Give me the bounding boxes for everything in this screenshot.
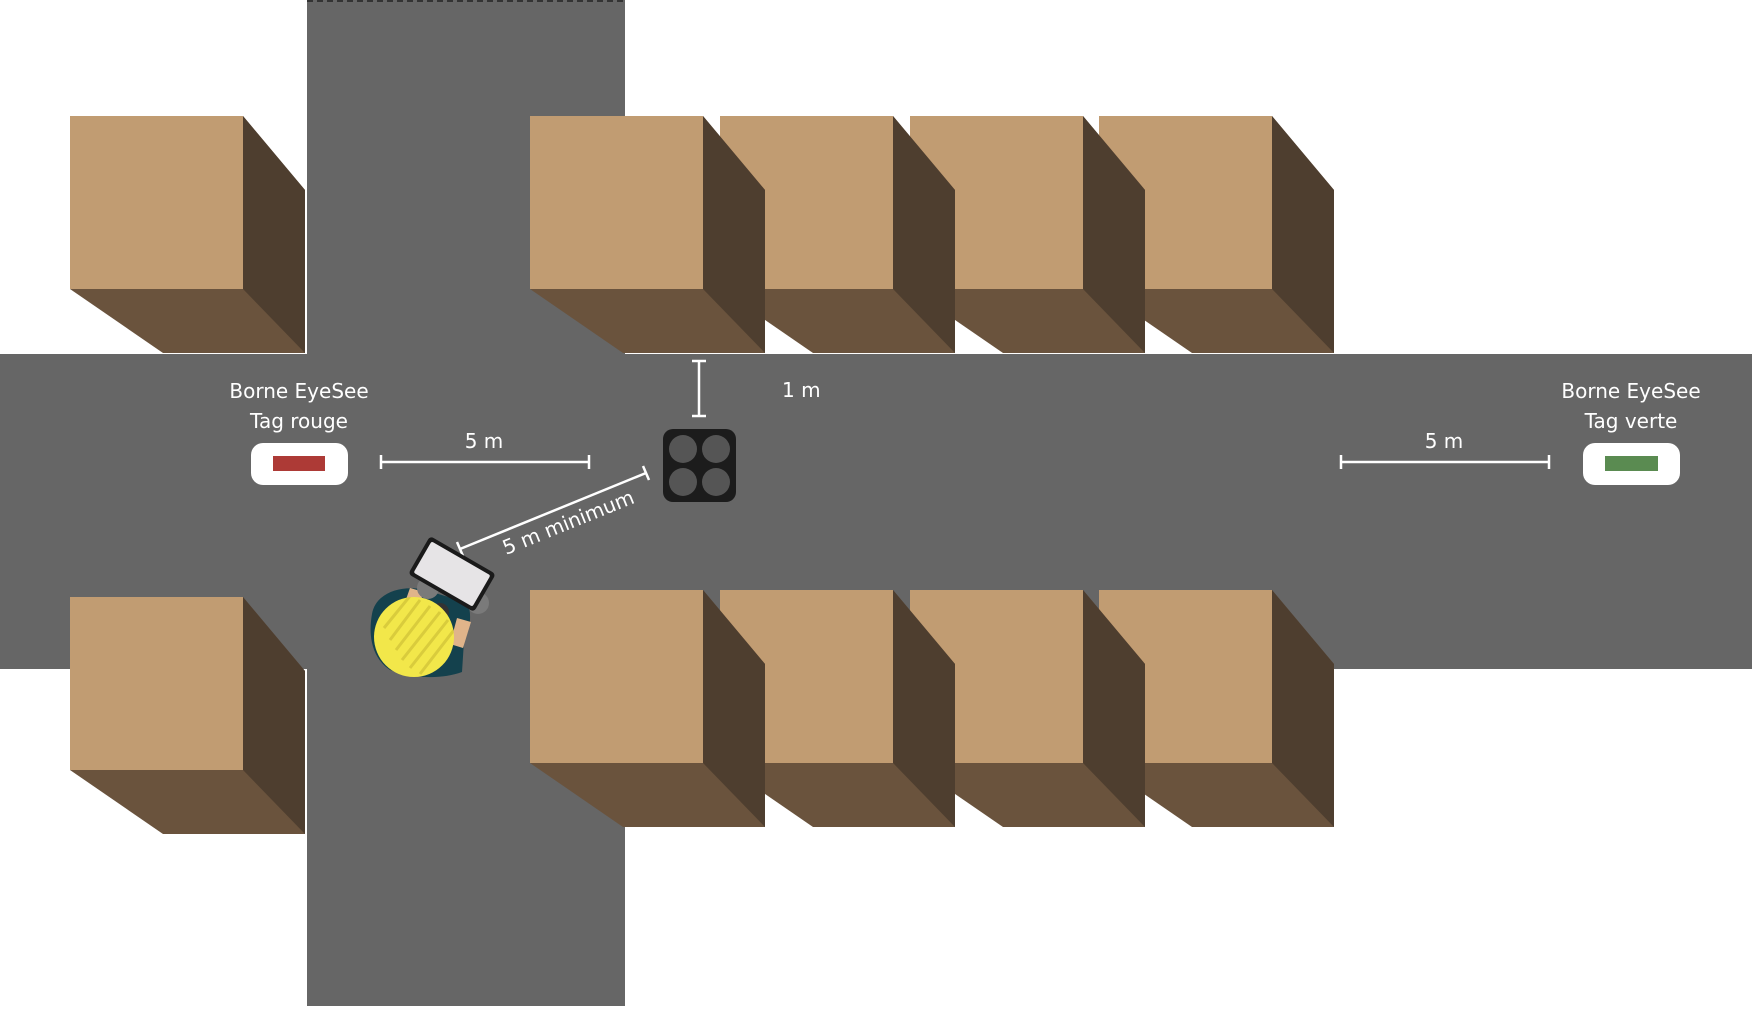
red-tag-icon bbox=[273, 456, 325, 471]
right-station-title: Borne EyeSee bbox=[1561, 379, 1700, 403]
vertical-distance-label: 1 m bbox=[782, 378, 821, 402]
left-station: Borne EyeSee Tag rouge bbox=[229, 379, 369, 485]
dimension-vertical bbox=[692, 359, 706, 418]
beacon-icon bbox=[663, 429, 736, 502]
right-station-tag-label: Tag verte bbox=[1584, 409, 1678, 433]
left-station-title: Borne EyeSee bbox=[229, 379, 368, 403]
storage-box bbox=[70, 116, 305, 353]
dimension-right bbox=[1339, 455, 1551, 469]
left-station-tag-label: Tag rouge bbox=[249, 409, 348, 433]
left-distance-label: 5 m bbox=[465, 429, 504, 453]
right-distance-label: 5 m bbox=[1425, 429, 1464, 453]
dimension-left bbox=[379, 455, 591, 469]
operator-with-tablet-icon bbox=[370, 537, 495, 678]
right-station: Borne EyeSee Tag verte bbox=[1561, 379, 1701, 485]
green-tag-icon bbox=[1605, 456, 1658, 471]
dimension-diagonal bbox=[455, 465, 651, 557]
storage-box bbox=[70, 597, 305, 834]
